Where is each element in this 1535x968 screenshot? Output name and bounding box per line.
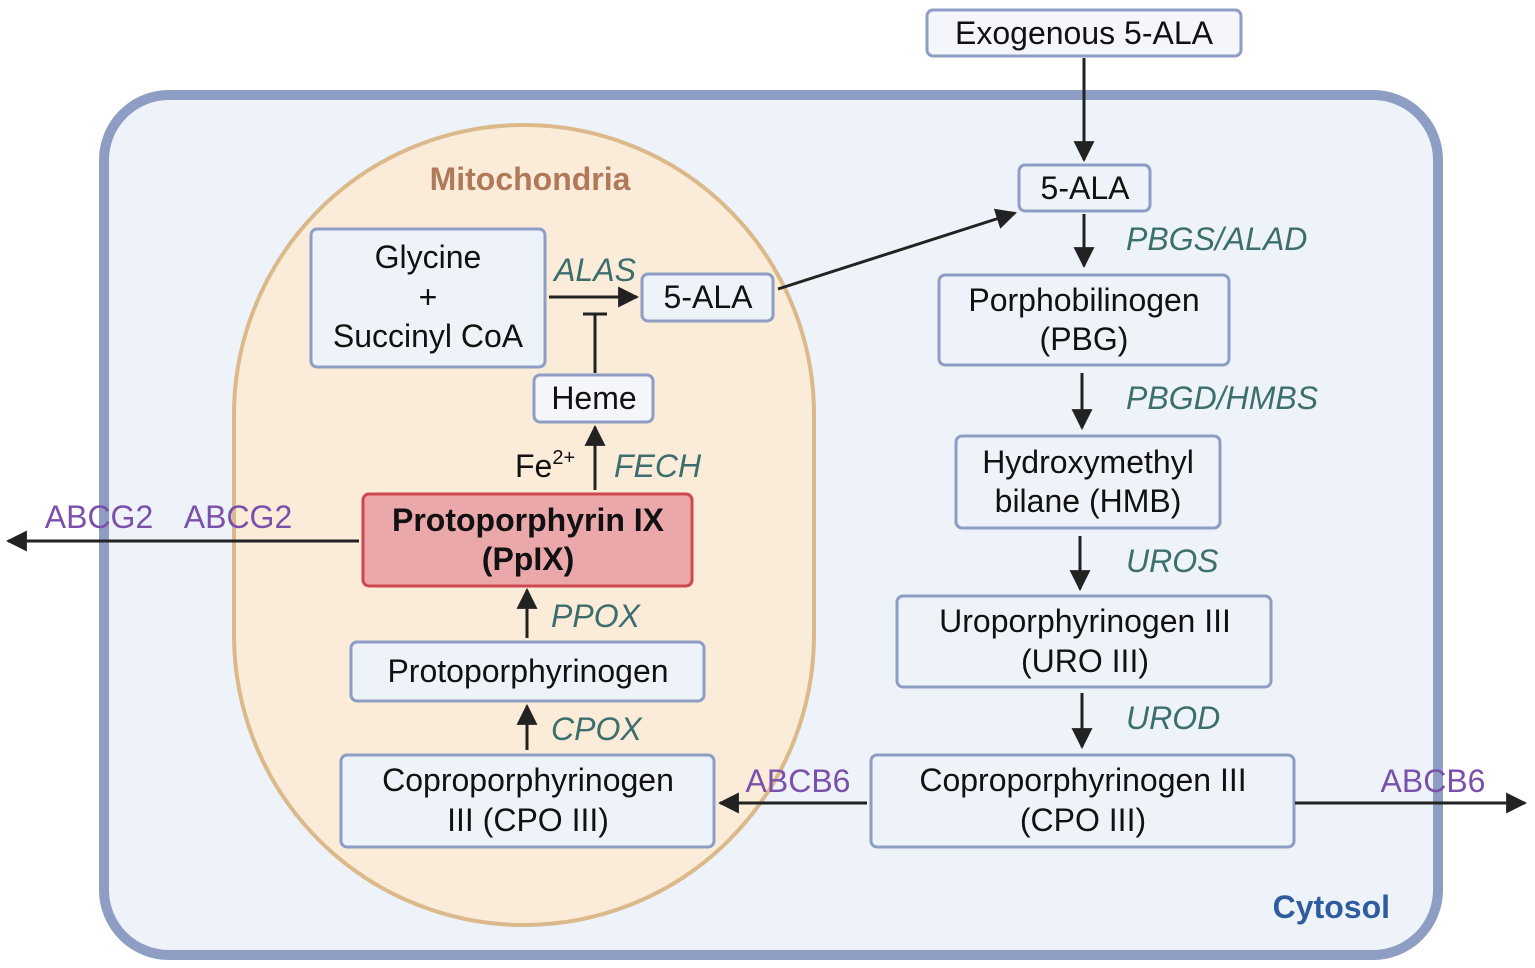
ala-export-arrow — [777, 208, 1017, 291]
abcg2-outer-transporter: ABCG2 — [45, 499, 153, 535]
protoporphyrinogen-label: Protoporphyrinogen — [387, 653, 668, 689]
glycine-label-line3: Succinyl CoA — [333, 318, 524, 354]
fe-symbol: Fe — [515, 448, 552, 484]
alas-enzyme: ALAS — [552, 252, 636, 288]
cpox-enzyme: CPOX — [551, 711, 643, 747]
pbgs-enzyme: PBGS/ALAD — [1126, 221, 1307, 257]
pbg-label-line1: Porphobilinogen — [968, 282, 1199, 318]
cpo-cyto-node: Coproporphyrinogen III (CPO III) — [869, 753, 1296, 849]
uros-enzyme: UROS — [1126, 543, 1218, 579]
fe-charge: 2+ — [552, 447, 575, 469]
uro-label-line2: (URO III) — [1021, 643, 1149, 679]
cpo-mito-label-line2: III (CPO III) — [447, 802, 609, 838]
cpo-cyto-label-line2: (CPO III) — [1020, 802, 1146, 838]
ppix-node: Protoporphyrin IX (PpIX) — [361, 492, 694, 588]
abcg2-inner-transporter: ABCG2 — [184, 499, 292, 535]
pbgd-enzyme: PBGD/HMBS — [1126, 380, 1318, 416]
uro-label-line1: Uroporphyrinogen III — [939, 603, 1231, 639]
fe-label: Fe2+ — [515, 447, 575, 484]
glycine-label-line2: + — [419, 279, 438, 315]
pbg-label-line2: (PBG) — [1040, 321, 1129, 357]
hmb-label-line1: Hydroxymethyl — [982, 444, 1194, 480]
mitochondria-label: Mitochondria — [430, 161, 631, 197]
mito-ala-label: 5-ALA — [664, 279, 754, 315]
pbg-node: Porphobilinogen (PBG) — [937, 273, 1231, 367]
glycine-label-line1: Glycine — [375, 239, 482, 275]
cpo-mito-node: Coproporphyrinogen III (CPO III) — [339, 753, 716, 849]
glycine-succinyl-node: Glycine + Succinyl CoA — [309, 227, 547, 369]
mito-ala-node: 5-ALA — [640, 272, 775, 323]
cpo-cyto-label-line1: Coproporphyrinogen III — [919, 762, 1246, 798]
cytosol-label: Cytosol — [1273, 889, 1390, 925]
ppox-enzyme: PPOX — [551, 598, 642, 634]
hmb-label-line2: bilane (HMB) — [995, 483, 1182, 519]
cyto-ala-label: 5-ALA — [1041, 170, 1131, 206]
fech-enzyme: FECH — [614, 448, 702, 484]
ppix-label-line1: Protoporphyrin IX — [392, 502, 665, 538]
heme-node: Heme — [532, 373, 655, 424]
cyto-ala-node: 5-ALA — [1017, 163, 1152, 213]
abcb6-outer-transporter: ABCB6 — [1381, 763, 1486, 799]
abcb6-mito-transporter: ABCB6 — [746, 763, 851, 799]
uro-node: Uroporphyrinogen III (URO III) — [895, 594, 1273, 689]
cpo-mito-label-line1: Coproporphyrinogen — [382, 762, 674, 798]
urod-enzyme: UROD — [1126, 700, 1220, 736]
exogenous-ala-node: Exogenous 5-ALA — [925, 8, 1243, 58]
heme-label: Heme — [551, 380, 636, 416]
exogenous-ala-label: Exogenous 5-ALA — [955, 15, 1214, 51]
ppix-label-line2: (PpIX) — [482, 541, 574, 577]
hmb-node: Hydroxymethyl bilane (HMB) — [954, 434, 1222, 530]
protoporphyrinogen-node: Protoporphyrinogen — [349, 640, 706, 703]
